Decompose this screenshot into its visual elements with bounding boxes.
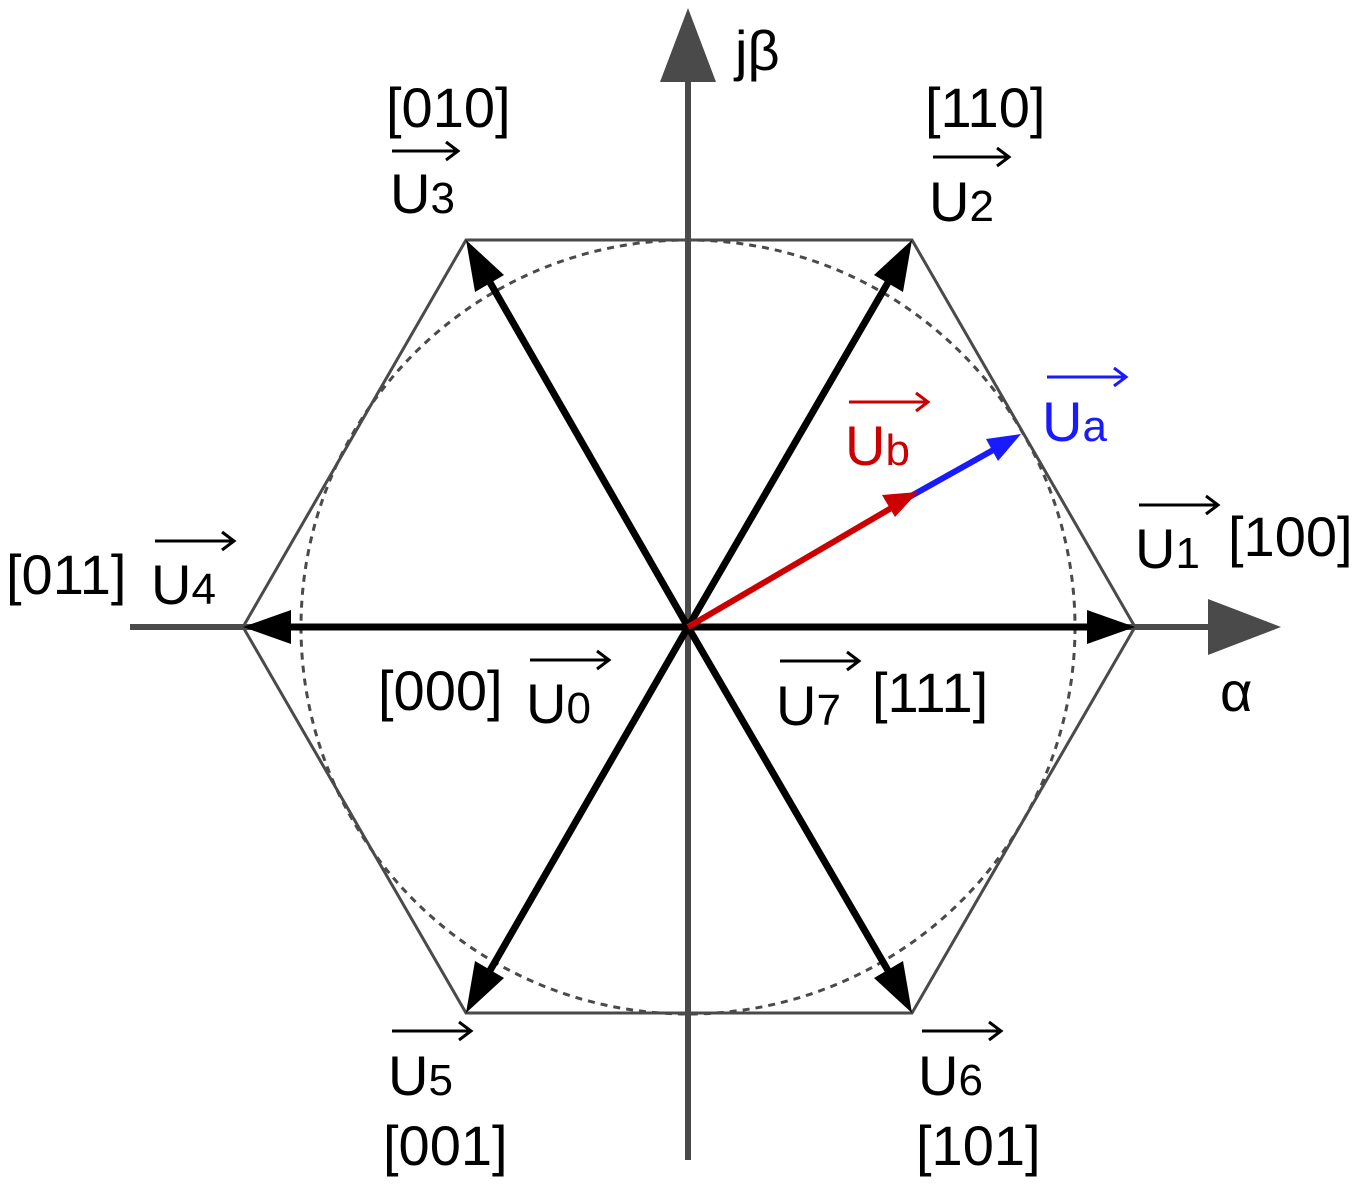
alpha-axis-label: α bbox=[1220, 660, 1252, 723]
overarrow-icon bbox=[155, 530, 237, 552]
vector-u3-arrowhead bbox=[466, 240, 504, 292]
code-u4: [011] bbox=[6, 543, 126, 606]
code-u6: [101] bbox=[916, 1114, 1041, 1177]
vector-u2-arrowhead bbox=[874, 240, 912, 292]
vector-u5-arrowhead bbox=[466, 961, 504, 1013]
code-u5: [001] bbox=[383, 1114, 508, 1177]
svg-text:U2: U2 bbox=[929, 170, 994, 233]
code-u3: [010] bbox=[386, 76, 511, 139]
vector-u2-line bbox=[684, 277, 894, 629]
label-u5: U5 bbox=[388, 1020, 474, 1107]
svg-text:U0: U0 bbox=[526, 672, 591, 735]
overarrow-icon bbox=[1139, 494, 1221, 516]
code-u7: [111] bbox=[872, 661, 988, 724]
label-ub: Ub bbox=[845, 391, 931, 477]
basic-vectors bbox=[243, 240, 1135, 1013]
beta-axis-label: jβ bbox=[733, 19, 780, 82]
label-u7: U7 bbox=[776, 650, 862, 737]
code-u1: [100] bbox=[1228, 505, 1353, 568]
svg-text:U7: U7 bbox=[776, 674, 841, 737]
vector-ub-line bbox=[686, 504, 895, 630]
vector-u6-line bbox=[684, 625, 894, 976]
svg-text:U6: U6 bbox=[918, 1044, 983, 1107]
vector-u4-arrowhead bbox=[243, 610, 291, 644]
svg-text:U4: U4 bbox=[151, 553, 216, 616]
overarrow-icon bbox=[849, 391, 931, 413]
svg-text:U3: U3 bbox=[390, 162, 455, 225]
code-u0: [000] bbox=[378, 659, 503, 722]
vector-u3-line bbox=[484, 277, 692, 629]
vector-ub-arrowhead bbox=[882, 492, 918, 517]
label-u4: U4 bbox=[151, 530, 237, 616]
beta-axis-arrowhead bbox=[660, 8, 716, 82]
overarrow-icon bbox=[530, 649, 612, 671]
overarrow-icon bbox=[933, 146, 1012, 168]
label-u6: U6 bbox=[918, 1020, 1004, 1107]
svg-text:Ua: Ua bbox=[1042, 390, 1107, 453]
vector-u6-arrowhead bbox=[874, 961, 912, 1013]
overarrow-icon bbox=[922, 1020, 1004, 1042]
label-u2: U2 bbox=[929, 146, 1012, 233]
code-u2: [110] bbox=[925, 76, 1045, 139]
svg-text:Ub: Ub bbox=[845, 414, 910, 477]
label-u0: U0 bbox=[526, 649, 612, 735]
overarrow-icon bbox=[392, 140, 461, 162]
overarrow-icon bbox=[1047, 366, 1129, 388]
vector-u5-line bbox=[484, 625, 692, 976]
svg-text:U5: U5 bbox=[388, 1044, 453, 1107]
label-u3: U3 bbox=[390, 140, 461, 225]
overarrow-icon bbox=[392, 1020, 474, 1042]
label-ua: Ua bbox=[1042, 366, 1129, 453]
alpha-axis-arrowhead bbox=[1208, 599, 1281, 655]
svg-text:U1: U1 bbox=[1135, 517, 1200, 580]
vector-ua-arrowhead bbox=[986, 434, 1021, 461]
label-u1: U1 bbox=[1135, 494, 1221, 580]
vector-u1-arrowhead bbox=[1087, 610, 1135, 644]
overarrow-icon bbox=[780, 650, 862, 672]
